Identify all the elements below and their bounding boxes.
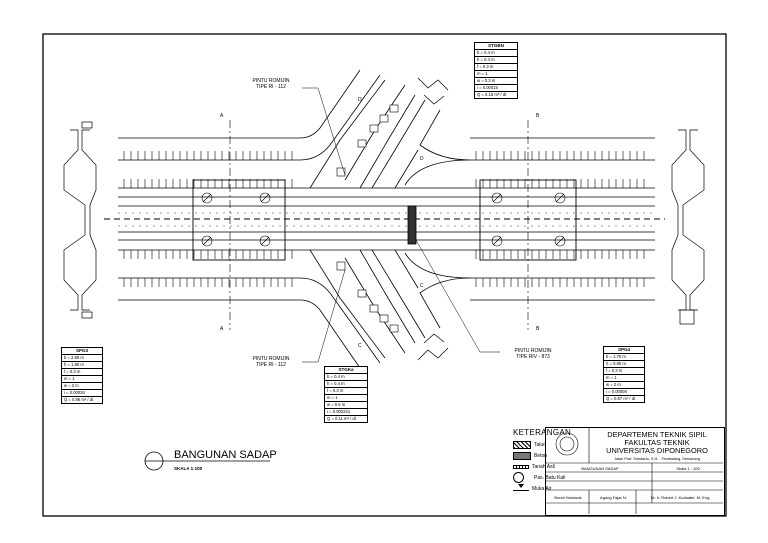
title-block-dept: DEPARTEMEN TEKNIK SIPIL FAKULTAS TEKNIK … (590, 431, 724, 455)
muka-air-icon (513, 483, 529, 491)
legend-item: Talud (513, 439, 583, 450)
section-label-b-bottom: B (536, 326, 540, 332)
main-canal (104, 137, 665, 301)
title-block-supervisor: Dr. Ir. Robert J. Kodoatie, M. Eng. (650, 495, 711, 500)
legend-item-label: Talud (534, 441, 546, 448)
table-stgka-title: STGKa (325, 367, 367, 374)
table-stgka-row: Q = 0.11 m³ / dt (327, 416, 356, 421)
dept-line: FAKULTAS TEKNIK (624, 438, 690, 447)
bank-hatching (123, 151, 645, 287)
table-spg3-row: h = 1.80 m (62, 362, 102, 369)
label-pintu-right: PINTU ROMIJIN TIPE RIV - 873 (498, 348, 568, 360)
label-pintu-top-line1: PINTU ROMIJIN (252, 78, 290, 84)
label-pintu-right-line1: PINTU ROMIJIN (514, 348, 552, 354)
title-block-drafter2: Agung Fajar N. (600, 495, 627, 500)
section-label-a-bottom: A (220, 326, 224, 332)
label-pintu-bottom-line2: TIPE RI - 112 (256, 362, 286, 368)
table-spg3-row: b = 2.80 m (62, 355, 102, 362)
section-label-d-top: D (358, 97, 362, 103)
table-spg4-title: SPG4 (604, 347, 644, 354)
section-lines (229, 120, 529, 330)
section-label-c-top: C (420, 283, 424, 289)
table-spg4: SPG4 b = 1.70 m h = 0.80 m f = 0.3 m m =… (603, 346, 645, 403)
title-symbol (144, 451, 270, 471)
table-spg4-row: b = 1.70 m (604, 354, 644, 361)
table-stgka: STGKa b = 0.4 m h = 0.4 m f = 0.3 m m = … (324, 366, 368, 423)
table-spg4-row: w = 2 m (604, 382, 644, 389)
table-spg4-row: m = 1 (604, 375, 644, 382)
leader-lines (302, 87, 500, 363)
table-stgka-row: m = 1 (325, 395, 367, 402)
table-spg4-row: f = 0.3 m (604, 368, 644, 375)
branch-canal-top (299, 69, 471, 189)
table-stgka-row: w = 0.5 m (325, 402, 367, 409)
legend-item-label: Beton (534, 452, 548, 459)
main-title-scale: SKALA 1:100 (174, 466, 203, 471)
legend: KETERANGAN Talud Beton Tanah Asli Pas. B… (513, 428, 583, 494)
talud-icon (513, 440, 531, 449)
branch-end-section-top (417, 77, 449, 105)
label-pintu-top-line2: TIPE RI - 112 (256, 84, 286, 90)
table-spg3-row: i = 0.00026 (62, 390, 102, 397)
section-label-a-top: A (220, 113, 224, 119)
legend-item-label: Tanah Asli (532, 463, 555, 470)
table-stgbn-row: f = 0.3 m (475, 64, 517, 71)
stone-symbols (201, 192, 566, 247)
table-spg4-row: i = 0.00008 (604, 389, 644, 396)
table-stgka-row: b = 0.4 m (325, 374, 367, 381)
cross-section-left (63, 121, 97, 319)
branch-end-section-bottom (417, 333, 449, 361)
section-label-b-top: B (536, 113, 540, 119)
tanah-asli-icon (513, 464, 529, 469)
main-title-text: BANGUNAN SADAP (174, 449, 277, 461)
dept-line: UNIVERSITAS DIPONEGORO (606, 446, 708, 455)
beton-icon (513, 451, 531, 460)
table-stgka-row: f = 0.3 m (325, 388, 367, 395)
label-pintu-bottom-line1: PINTU ROMIJIN (252, 356, 290, 362)
legend-item: Tanah Asli (513, 461, 583, 472)
table-stgbn-row: Q = 0.15 m³ / dt (477, 92, 507, 97)
legend-title: KETERANGAN (513, 428, 572, 437)
label-pintu-bottom: PINTU ROMIJIN TIPE RI - 112 (238, 356, 304, 368)
table-spg3-row: m = 1 (62, 376, 102, 383)
table-spg3-row: w = 2 m (62, 383, 102, 390)
title-block-scale: Skala 1 : 100 (676, 466, 700, 471)
batu-kali-icon (513, 472, 524, 483)
sheet-border (42, 33, 727, 517)
branch-gates (336, 104, 399, 333)
cross-section-right (671, 129, 705, 325)
table-stgbn: STGBN b = 0.4 m h = 0.4 m f = 0.3 m m = … (474, 42, 518, 99)
legend-item: Muka Air (513, 483, 583, 494)
title-block-address: Jalan Prof. Soedarto, S.H. - Tembalang, … (614, 457, 700, 461)
table-spg3: SPG3 b = 2.80 m h = 1.80 m f = 0.3 m m =… (61, 347, 103, 404)
table-stgbn-row: h = 0.4 m (475, 57, 517, 64)
table-stgbn-row: w = 0.3 m (475, 78, 517, 85)
legend-item: Pas. Batu Kali (513, 472, 583, 483)
section-label-c-bottom: C (358, 343, 362, 349)
table-spg3-title: SPG3 (62, 348, 102, 355)
table-spg4-row: Q = 0.67 m³ / dt (606, 396, 636, 401)
legend-item-label: Muka Air (532, 485, 552, 492)
legend-item: Beton (513, 450, 583, 461)
label-pintu-top: PINTU ROMIJIN TIPE RI - 112 (238, 78, 304, 90)
table-stgbn-row: b = 0.4 m (475, 50, 517, 57)
table-stgka-row: h = 0.4 m (325, 381, 367, 388)
table-stgbn-row: m = 1 (475, 71, 517, 78)
title-block: DEPARTEMEN TEKNIK SIPIL FAKULTAS TEKNIK … (545, 427, 725, 516)
label-pintu-right-line2: TIPE RIV - 873 (516, 354, 550, 360)
table-spg4-row: h = 0.80 m (604, 361, 644, 368)
title-block-drawing: BANGUNAN SADAP (581, 466, 619, 471)
legend-item-label: Pas. Batu Kali (534, 474, 566, 481)
title-block-lines (545, 427, 723, 514)
dept-line: DEPARTEMEN TEKNIK SIPIL (607, 430, 707, 439)
table-stgbn-title: STGBN (475, 43, 517, 50)
table-stgka-row: i = 0.000231 (325, 409, 367, 416)
table-spg3-row: Q = 0.96 m³ / dt (64, 397, 94, 402)
table-stgbn-row: i = 0.00015 (475, 85, 517, 92)
table-spg3-row: f = 0.3 m (62, 369, 102, 376)
title-block-drafter1: Bondi Hardanis (554, 495, 582, 500)
branch-canal-bottom (299, 249, 471, 369)
section-label-d-bottom: D (420, 156, 424, 162)
